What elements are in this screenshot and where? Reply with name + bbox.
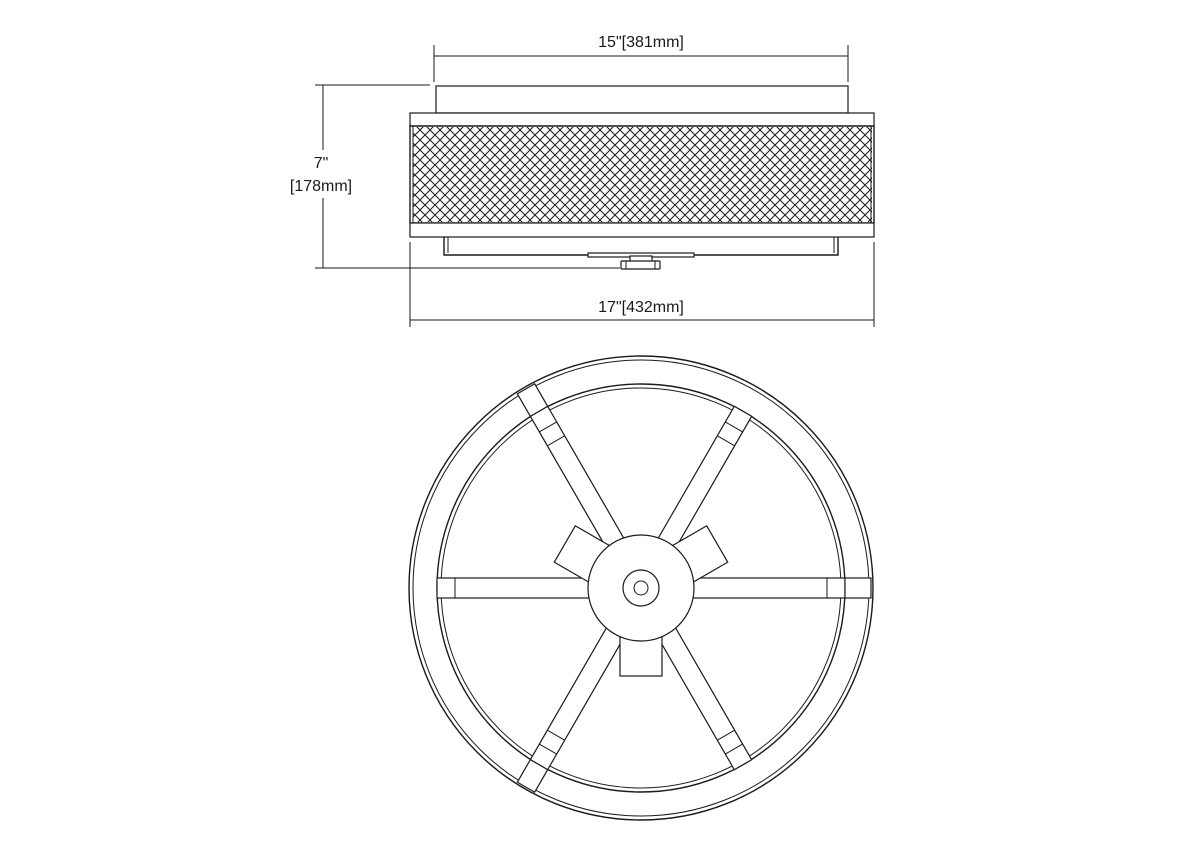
side-elevation-view: 15"[381mm] 7" [178mm]: [290, 34, 875, 327]
height-dimension: 7" [178mm]: [290, 84, 620, 269]
shade-top-band: [409, 112, 875, 127]
diffuser-pan: [443, 237, 839, 256]
height-inch-label: 7": [314, 155, 329, 172]
bottom-width-label: 17"[432mm]: [598, 299, 684, 316]
height-mm-label: [178mm]: [290, 178, 352, 195]
top-width-label: 15"[381mm]: [598, 34, 684, 51]
shade-bottom-band: [409, 222, 875, 238]
ceiling-canopy: [435, 85, 849, 114]
top-width-dimension: 15"[381mm]: [433, 34, 849, 82]
bottom-plan-view: [408, 355, 874, 821]
finial: [620, 260, 661, 270]
bottom-width-dimension: 17"[432mm]: [409, 242, 875, 327]
center-finial: [622, 569, 660, 607]
